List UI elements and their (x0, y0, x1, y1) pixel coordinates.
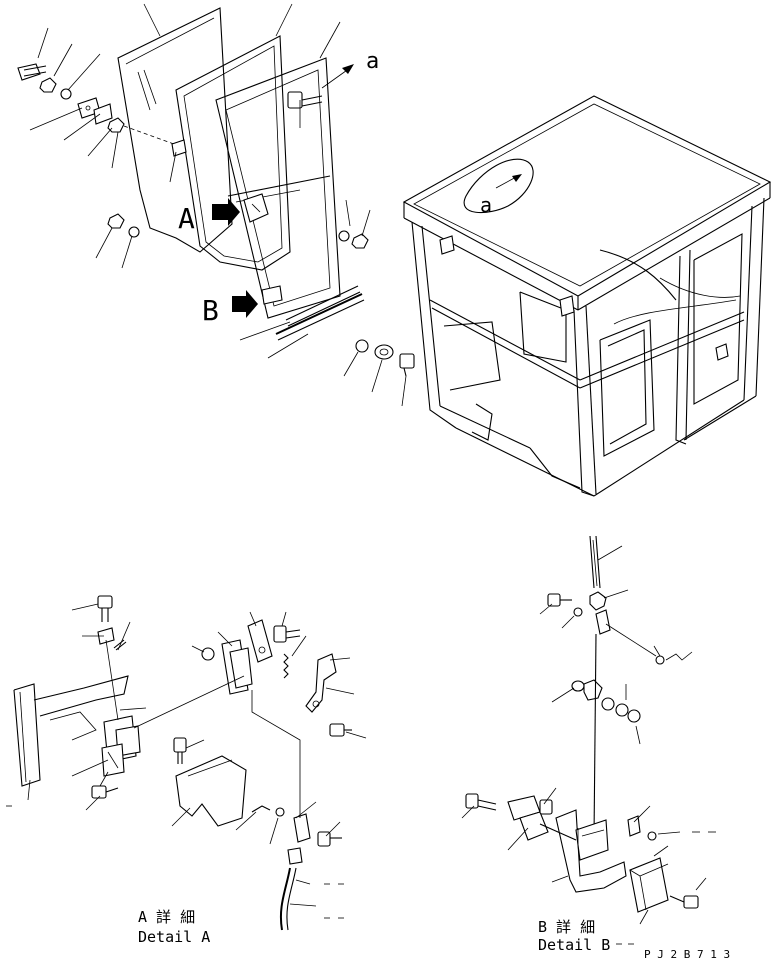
arrow-to-a (342, 64, 354, 74)
spring-clip-a (251, 805, 271, 813)
cover-box-b (629, 857, 669, 913)
washer-a (275, 807, 285, 817)
nut-3 (107, 213, 125, 229)
latch-mechanism-b (507, 795, 627, 893)
part-code-label: P J 2 B 7 1 3 (644, 948, 730, 961)
door-frame (215, 57, 341, 319)
washer-b7 (647, 831, 657, 841)
leader-lines-detail-b (461, 545, 716, 945)
detail-b-title-jp: B 詳 細 (538, 918, 595, 936)
roof-callout-label: a (480, 193, 492, 217)
bolt-a3 (273, 625, 301, 643)
cover-plate-a (175, 755, 247, 827)
hinge-bolt (287, 91, 323, 109)
cab-side-frame (429, 233, 745, 457)
view-label-a: A (178, 202, 195, 235)
door-seal-frame (175, 35, 291, 271)
joint-b (595, 609, 611, 635)
roof-callout-a: a (463, 158, 534, 217)
cab-roof (402, 95, 772, 297)
rod-b-vertical (593, 633, 597, 839)
washer-b5 (615, 703, 629, 717)
clip-a1 (97, 627, 115, 645)
cab-pillars (411, 197, 765, 497)
spring-a (283, 653, 289, 679)
glass-pane (117, 7, 233, 253)
view-label-b: B (202, 294, 219, 327)
detail-b-title-en: Detail B (538, 936, 610, 954)
washer-b3 (571, 680, 585, 692)
detail-a-title-en: Detail A (138, 928, 210, 946)
nut-b2 (583, 679, 603, 701)
detail-b-view: B 詳 細 Detail B (461, 535, 716, 954)
spring-pin-a (113, 639, 127, 651)
bolt-a5 (173, 737, 187, 764)
nut-4 (351, 233, 369, 249)
clip-b (627, 815, 641, 837)
ref-label-a: a (366, 49, 379, 74)
rod-connector-a (279, 813, 342, 931)
door-assembly-exploded: A B a (17, 3, 415, 407)
latch-mechanism-a (101, 715, 141, 777)
arrow-b (232, 290, 258, 318)
bolt-a1 (97, 595, 113, 622)
bracket-2 (93, 103, 113, 125)
washer-b6 (627, 709, 641, 723)
detail-a-view: A 詳 細 Detail A (6, 595, 367, 946)
bolt-b4 (669, 895, 699, 909)
lever-a (247, 619, 273, 663)
rod-b (589, 535, 601, 589)
bolt-bottom (399, 353, 415, 377)
bolt-a4 (329, 723, 352, 737)
bolt-b2 (465, 793, 497, 811)
door-edge-a (13, 675, 129, 787)
cab-assembly: a (402, 95, 772, 497)
bolt-b3 (539, 799, 553, 815)
arrow-a (212, 198, 240, 226)
latch-pin (17, 63, 47, 81)
nut-1 (39, 77, 57, 93)
washer-4 (355, 339, 369, 353)
weather-strip (275, 285, 365, 341)
washer-2 (128, 226, 140, 238)
leader-lines-top (29, 3, 407, 407)
leader-lines-detail-a (6, 603, 367, 919)
bolt-b1 (547, 593, 572, 607)
detail-a-title-jp: A 詳 細 (138, 908, 195, 926)
washer-b2 (655, 655, 665, 665)
washer-b4 (601, 697, 615, 711)
bracket-a-center (201, 639, 253, 695)
washer-b1 (573, 607, 583, 617)
washer-1 (60, 88, 72, 100)
bolt-a2 (91, 785, 119, 799)
washer-3 (338, 230, 350, 242)
bushing (374, 344, 394, 360)
break-line-b (665, 651, 693, 661)
nut-b1 (589, 591, 607, 611)
bolt-a6 (317, 831, 342, 847)
small-clip (171, 139, 187, 157)
handle-lever-a (305, 653, 337, 713)
